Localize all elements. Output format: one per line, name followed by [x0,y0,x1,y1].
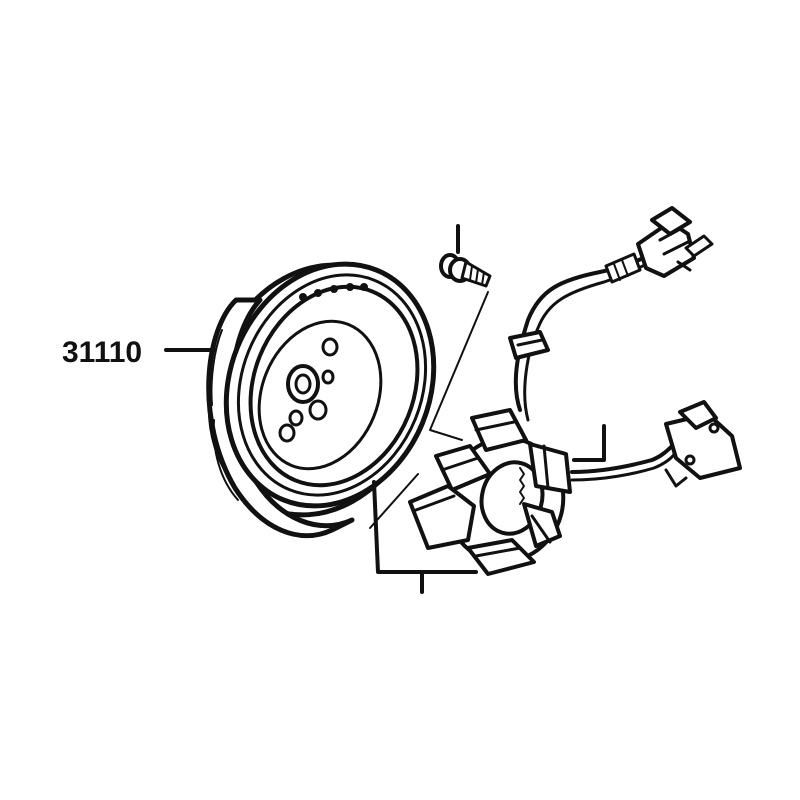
stator-assembly [408,408,572,576]
bolt-leader-line [429,291,489,441]
leader-lines [164,348,606,594]
wire-harness [508,252,652,422]
bolt-part [439,224,492,288]
stator-coil [466,538,536,576]
stator-coil [434,444,492,492]
stator-coil [470,408,528,452]
stator-coil [528,442,572,494]
part-number-label: 31110 [62,336,142,369]
flywheel-rotor [206,261,437,539]
wire-connector [636,206,714,278]
stator-coil [522,502,562,548]
pickup-coil [570,400,742,488]
stator-coil [408,484,476,550]
